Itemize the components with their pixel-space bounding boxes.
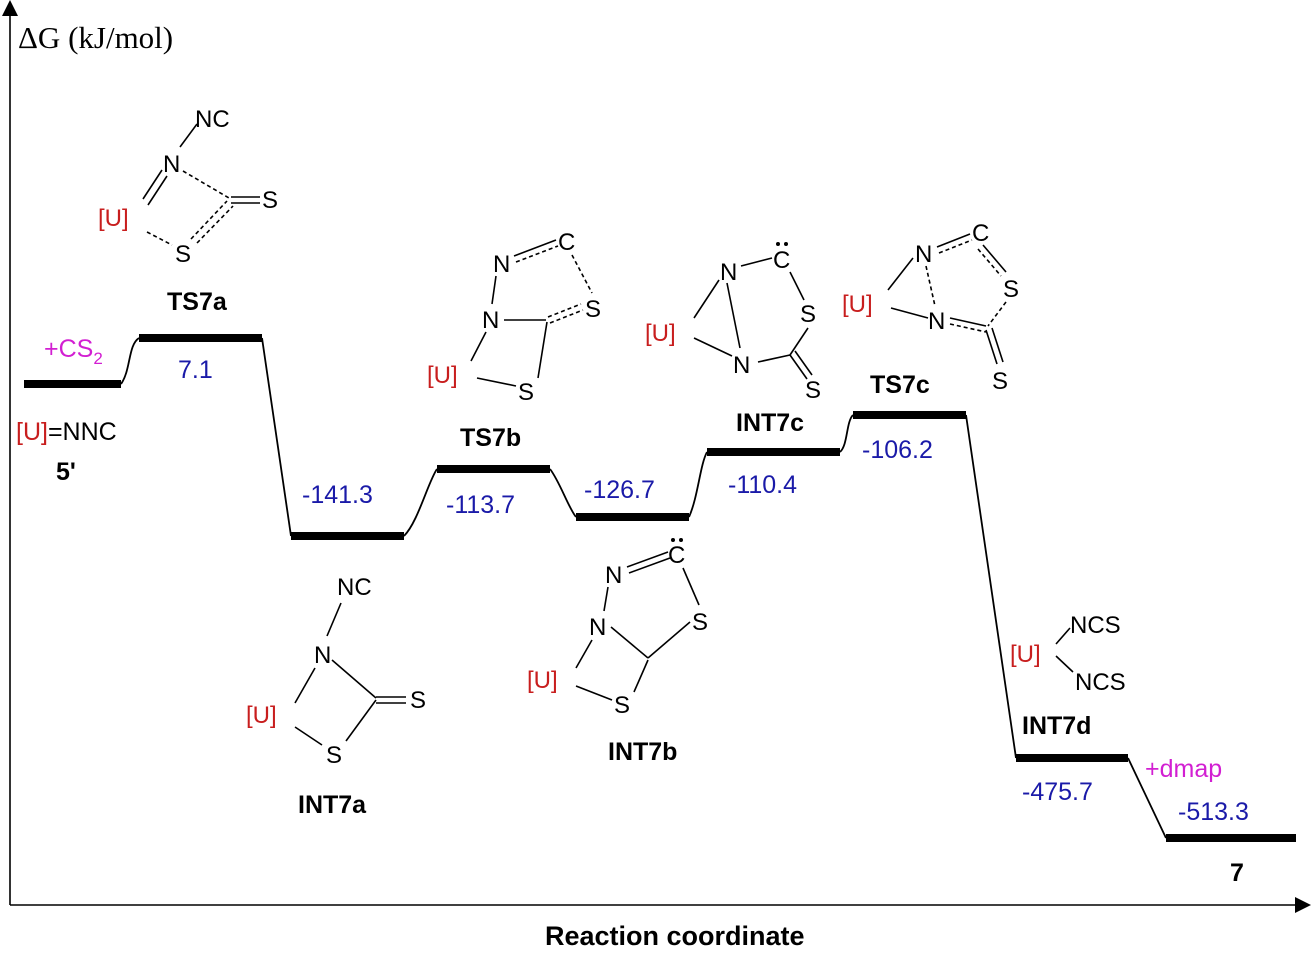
svg-text:S: S: [800, 301, 816, 328]
svg-text:S: S: [614, 692, 630, 719]
svg-text:N: N: [589, 614, 606, 641]
structure-ts7a: NC N [U] S S: [98, 106, 278, 268]
structure-ts7c: N C S N S [U]: [842, 220, 1019, 395]
connectors: [120, 337, 1167, 839]
state-labels: 5' TS7a INT7a TS7b INT7b INT7c TS7c INT7…: [56, 288, 1244, 887]
svg-text:N: N: [720, 259, 737, 286]
svg-text:S: S: [175, 241, 191, 268]
label-7: 7: [1230, 859, 1244, 887]
label-5: 5': [56, 458, 76, 486]
svg-text:N: N: [605, 562, 622, 589]
structure-ts7b: N C S N [U] S: [427, 229, 601, 406]
svg-text:[U]: [U]: [1010, 641, 1041, 668]
svg-text:[U]: [U]: [98, 205, 129, 232]
svg-text:S: S: [805, 377, 821, 404]
svg-text:C: C: [773, 247, 790, 274]
svg-text:NCS: NCS: [1075, 669, 1126, 696]
svg-text:C: C: [972, 220, 989, 247]
svg-text:[U]: [U]: [842, 291, 873, 318]
label-int7d: INT7d: [1022, 712, 1091, 740]
y-axis-label: ΔG (kJ/mol): [18, 20, 173, 55]
label-int7c: INT7c: [736, 409, 804, 437]
svg-text:N: N: [493, 251, 510, 278]
label-ts7b: TS7b: [460, 424, 521, 452]
structure-int7c: N C S S N [U]: [645, 242, 821, 404]
reagents: +CS2 +dmap: [44, 335, 1222, 783]
reagent-dmap: +dmap: [1145, 755, 1222, 783]
svg-text:C: C: [558, 229, 575, 256]
svg-text:S: S: [992, 368, 1008, 395]
svg-text:S: S: [518, 379, 534, 406]
svg-text:S: S: [692, 609, 708, 636]
energy-int7b: -126.7: [584, 476, 655, 504]
reagent-cs2: +CS2: [44, 335, 103, 368]
svg-text:S: S: [326, 742, 342, 769]
label-ts7a: TS7a: [167, 288, 228, 316]
label-int7a: INT7a: [298, 791, 367, 819]
label-ts7c: TS7c: [870, 371, 930, 399]
energy-int7c: -110.4: [728, 471, 797, 499]
energy-int7a: -141.3: [302, 481, 373, 509]
svg-text:S: S: [1003, 276, 1019, 303]
energy-7: -513.3: [1178, 798, 1249, 826]
energy-ts7a: 7.1: [178, 356, 213, 384]
energy-ts7c: -106.2: [862, 436, 933, 464]
svg-text:[U]: [U]: [246, 702, 277, 729]
svg-text:C: C: [668, 542, 685, 569]
svg-text:N: N: [482, 307, 499, 334]
svg-text:N: N: [733, 352, 750, 379]
x-axis-label: Reaction coordinate: [545, 921, 805, 951]
svg-text:S: S: [410, 687, 426, 714]
energy-values: 7.1 -141.3 -113.7 -126.7 -110.4 -106.2 -…: [178, 356, 1249, 826]
start-formula: [U]=NNC: [16, 418, 117, 446]
svg-text:NC: NC: [195, 106, 230, 133]
svg-text:NC: NC: [337, 574, 372, 601]
svg-text:[U]: [U]: [645, 320, 676, 347]
svg-text:[U]: [U]: [527, 667, 558, 694]
structure-int7a: NC N [U] S S: [246, 574, 426, 769]
svg-text:N: N: [314, 642, 331, 669]
svg-text:S: S: [262, 187, 278, 214]
energy-levels: [24, 334, 1296, 842]
svg-text:N: N: [915, 241, 932, 268]
energy-int7d: -475.7: [1022, 778, 1093, 806]
structure-int7b: N C S N [U] S: [527, 538, 708, 719]
structure-int7d: [U] NCS NCS: [1010, 612, 1126, 696]
svg-text:N: N: [163, 151, 180, 178]
energy-ts7b: -113.7: [446, 491, 515, 519]
svg-text:NCS: NCS: [1070, 612, 1121, 639]
label-int7b: INT7b: [608, 738, 677, 766]
svg-text:N: N: [928, 308, 945, 335]
svg-text:S: S: [585, 296, 601, 323]
svg-text:[U]: [U]: [427, 362, 458, 389]
